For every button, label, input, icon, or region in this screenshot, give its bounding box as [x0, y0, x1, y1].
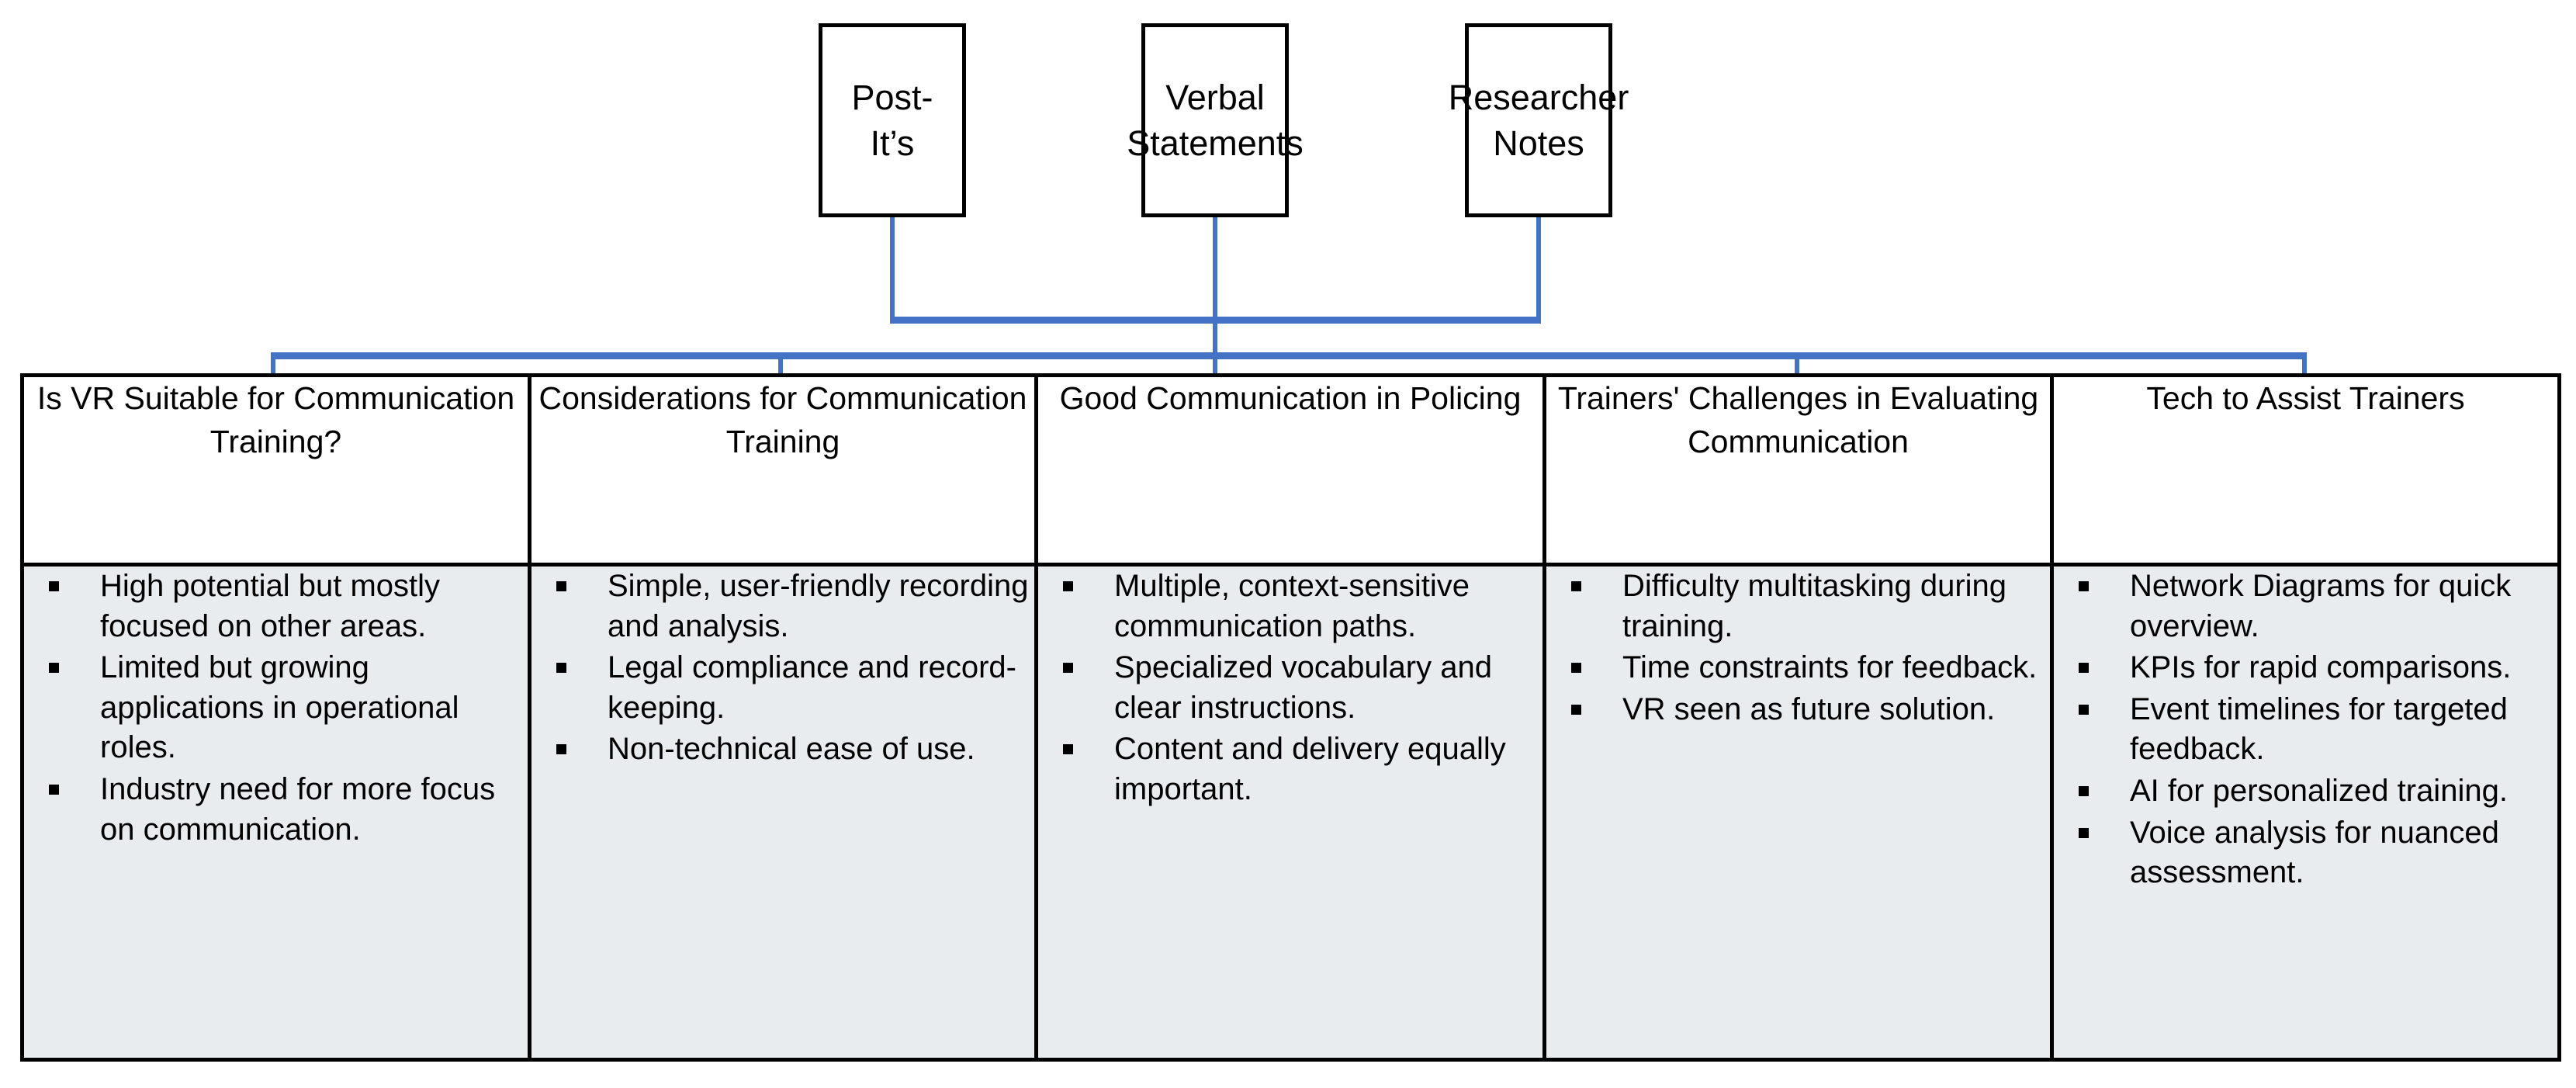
column-header-label: Is VR Suitable for Communication Trainin… [36, 380, 515, 459]
list-item: Multiple, context-sensitive communicatio… [1038, 567, 1542, 646]
table-body-row: High potential but mostly focused on oth… [20, 563, 2561, 1062]
list-item: High potential but mostly focused on oth… [24, 567, 528, 646]
list-item: Limited but growing applications in oper… [24, 648, 528, 768]
connector-stem-post-its [890, 217, 895, 322]
list-item: Non-technical ease of use. [531, 729, 1034, 770]
column-header-3[interactable]: Good Communication in Policing [1034, 373, 1546, 567]
column-header-label: Tech to Assist Trainers [2146, 380, 2465, 416]
list-item: Content and delivery equally important. [1038, 729, 1542, 809]
list-item: Simple, user-friendly recording and anal… [531, 567, 1034, 646]
list-item: Specialized vocabulary and clear instruc… [1038, 648, 1542, 728]
column-body-5: Network Diagrams for quick overview. KPI… [2050, 563, 2561, 1062]
bullet-list-5: Network Diagrams for quick overview. KPI… [2054, 567, 2557, 893]
source-box-label: Post-It’s [851, 77, 933, 163]
column-header-5[interactable]: Tech to Assist Trainers [2050, 373, 2561, 567]
list-item: Event timelines for targeted feedback. [2054, 690, 2557, 770]
list-item: Network Diagrams for quick overview. [2054, 567, 2557, 646]
column-header-label: Considerations for Communication Trainin… [538, 380, 1027, 459]
themes-table: Is VR Suitable for Communication Trainin… [20, 373, 2561, 1062]
column-body-3: Multiple, context-sensitive communicatio… [1034, 563, 1546, 1062]
list-item: KPIs for rapid comparisons. [2054, 648, 2557, 688]
column-header-2[interactable]: Considerations for Communication Trainin… [528, 373, 1038, 567]
list-item: Time constraints for feedback. [1546, 648, 2050, 688]
column-body-2: Simple, user-friendly recording and anal… [528, 563, 1038, 1062]
bullet-list-2: Simple, user-friendly recording and anal… [531, 567, 1034, 770]
connector-lower-bus [271, 352, 2307, 359]
connector-trunk [1213, 317, 1217, 357]
column-header-label: Good Communication in Policing [1059, 380, 1522, 416]
connector-stem-verbal-statements [1213, 217, 1217, 322]
list-item: Legal compliance and record-keeping. [531, 648, 1034, 728]
list-item: AI for personalized training. [2054, 771, 2557, 812]
list-item: Difficulty multitasking during training. [1546, 567, 2050, 646]
list-item: Voice analysis for nuanced assessment. [2054, 813, 2557, 893]
bullet-list-3: Multiple, context-sensitive communicatio… [1038, 567, 1542, 810]
column-header-1[interactable]: Is VR Suitable for Communication Trainin… [20, 373, 531, 567]
bullet-list-4: Difficulty multitasking during training.… [1546, 567, 2050, 729]
column-header-label: Trainers' Challenges in Evaluating Commu… [1557, 380, 2039, 459]
column-body-4: Difficulty multitasking during training.… [1542, 563, 2054, 1062]
list-item: Industry need for more focus on communic… [24, 770, 528, 850]
source-box-post-its[interactable]: Post-It’s [819, 23, 966, 217]
column-header-4[interactable]: Trainers' Challenges in Evaluating Commu… [1542, 373, 2054, 567]
list-item: VR seen as future solution. [1546, 690, 2050, 730]
column-body-1: High potential but mostly focused on oth… [20, 563, 531, 1062]
connector-stem-researcher-notes [1536, 217, 1541, 322]
bullet-list-1: High potential but mostly focused on oth… [24, 567, 528, 850]
table-header-row: Is VR Suitable for Communication Trainin… [20, 373, 2561, 567]
